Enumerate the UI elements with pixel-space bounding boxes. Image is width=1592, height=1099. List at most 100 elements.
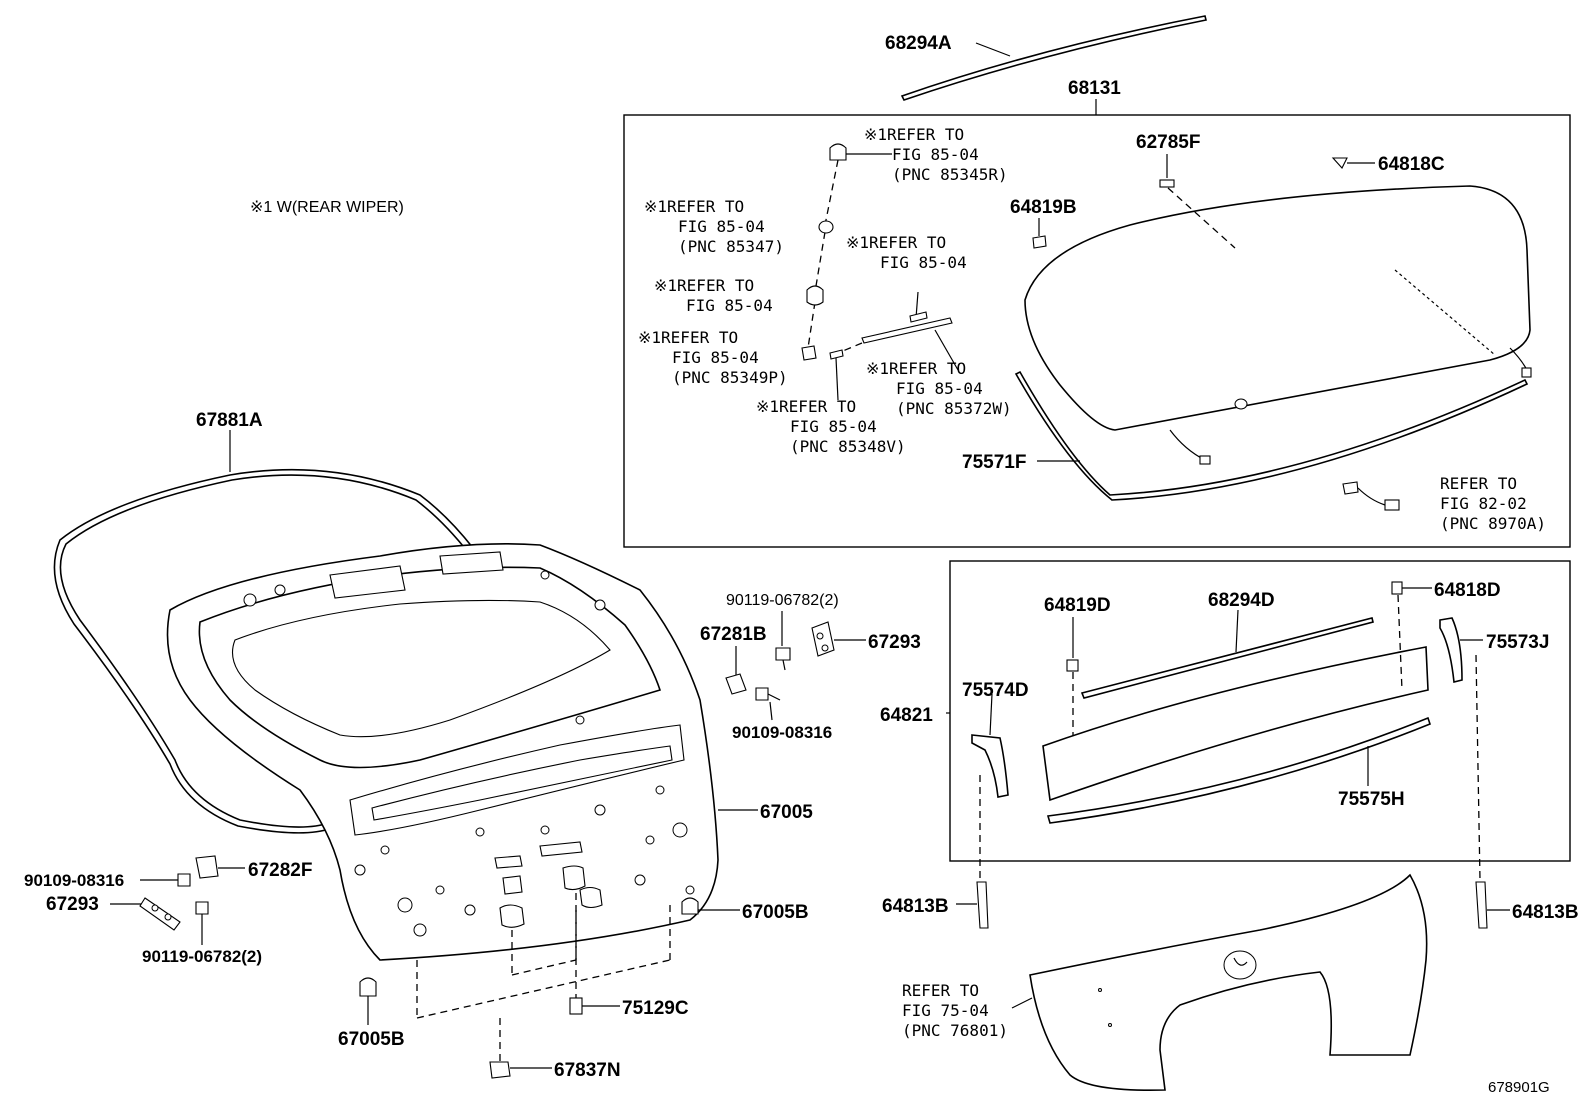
- label-67281B: 67281B: [700, 624, 767, 645]
- svg-text:REFER TO: REFER TO: [902, 981, 979, 1000]
- label-67005B-right: 67005B: [742, 902, 809, 923]
- svg-text:FIG 85-04: FIG 85-04: [678, 217, 765, 236]
- wiper-cap: [806, 285, 824, 306]
- back-door-panel-67005: [166, 543, 719, 961]
- hinge-67293-top: [811, 621, 835, 657]
- wiper-nozzle-85349P: [801, 345, 817, 361]
- label-62785F: 62785F: [1136, 132, 1200, 153]
- svg-text:(PNC 85349P): (PNC 85349P): [672, 368, 788, 387]
- refer-8970A: REFER TO FIG 82-02 (PNC 8970A): [1440, 474, 1546, 533]
- garnish-strip-75575H: [1046, 716, 1431, 824]
- part-62785F: [1159, 179, 1175, 188]
- label-68131: 68131: [1068, 78, 1121, 99]
- svg-text:REFER TO: REFER TO: [1440, 474, 1517, 493]
- bolt-90119-top: [775, 647, 791, 661]
- label-64818D: 64818D: [1434, 580, 1501, 601]
- svg-text:(PNC 76801): (PNC 76801): [902, 1021, 1008, 1040]
- svg-text:FIG 75-04: FIG 75-04: [902, 1001, 989, 1020]
- garnish-64821: [1042, 646, 1429, 802]
- label-67293-left: 67293: [46, 894, 99, 915]
- part-64813B-right: [1475, 881, 1488, 929]
- label-64818C: 64818C: [1378, 154, 1445, 175]
- svg-text:(PNC 85345R): (PNC 85345R): [892, 165, 1008, 184]
- bumper-67005B-bottom: [359, 977, 377, 997]
- svg-text:(PNC 85347): (PNC 85347): [678, 237, 784, 256]
- svg-text:(PNC 85348V): (PNC 85348V): [790, 437, 906, 456]
- part-64813B-left: [976, 881, 989, 929]
- refer-85345R: ※1REFER TO FIG 85-04 (PNC 85345R): [864, 125, 1008, 184]
- door-weatherstrip-67881A: [53, 468, 561, 834]
- label-90109-08316-top: 90109-08316: [732, 723, 832, 742]
- refer-85348V: ※1REFER TO FIG 85-04 (PNC 85348V): [756, 397, 906, 456]
- refer-85-04-b: ※1REFER TO FIG 85-04: [846, 233, 967, 272]
- part-64818D: [1391, 581, 1403, 595]
- wiper-pivot-85345R: [829, 143, 847, 161]
- figure-id: 678901G: [1488, 1079, 1550, 1096]
- svg-text:※1REFER TO: ※1REFER TO: [864, 125, 964, 144]
- label-64821: 64821: [880, 705, 933, 726]
- svg-text:FIG 85-04: FIG 85-04: [672, 348, 759, 367]
- part-67281B: [725, 673, 747, 695]
- label-90119-06782-left: 90119-06782(2): [142, 947, 262, 966]
- end-cover-75573J: [1439, 617, 1463, 683]
- garnish-group-box: [949, 560, 1571, 862]
- bolt-90109-left: [177, 873, 191, 887]
- svg-text:FIG 85-04: FIG 85-04: [790, 417, 877, 436]
- garnish-molding-68294D: [1080, 617, 1374, 699]
- svg-text:※1REFER TO: ※1REFER TO: [644, 197, 744, 216]
- label-67282F: 67282F: [248, 860, 312, 881]
- wiper-hose-85348V: [829, 349, 844, 360]
- label-67881A: 67881A: [196, 410, 263, 431]
- glass-weatherstrip-75571F: [1014, 370, 1529, 501]
- wiper-arm-85372W: [861, 317, 953, 344]
- label-64819B: 64819B: [1010, 197, 1077, 218]
- refer-76801: REFER TO FIG 75-04 (PNC 76801): [902, 981, 1008, 1040]
- label-68294A: 68294A: [885, 33, 952, 54]
- label-68294D: 68294D: [1208, 590, 1275, 611]
- rear-wiper-note: ※1 W(REAR WIPER): [250, 199, 404, 216]
- label-75129C: 75129C: [622, 998, 689, 1019]
- refer-85347: ※1REFER TO FIG 85-04 (PNC 85347): [644, 197, 784, 256]
- label-67293-top: 67293: [868, 632, 921, 653]
- svg-text:FIG 85-04: FIG 85-04: [686, 296, 773, 315]
- svg-text:(PNC 8970A): (PNC 8970A): [1440, 514, 1546, 533]
- label-67005: 67005: [760, 802, 813, 823]
- part-64819B: [1032, 235, 1047, 249]
- part-64819D: [1066, 659, 1079, 672]
- refer-85-04-a: ※1REFER TO FIG 85-04: [654, 276, 773, 315]
- bumper-67005B-right: [681, 897, 699, 915]
- svg-text:※1REFER TO: ※1REFER TO: [866, 359, 966, 378]
- svg-text:FIG 85-04: FIG 85-04: [896, 379, 983, 398]
- hinge-67293-left: [139, 897, 181, 931]
- svg-text:FIG 85-04: FIG 85-04: [880, 253, 967, 272]
- label-75574D: 75574D: [962, 680, 1029, 701]
- label-64819D: 64819D: [1044, 595, 1111, 616]
- svg-text:※1REFER TO: ※1REFER TO: [638, 328, 738, 347]
- svg-text:(PNC 85372W): (PNC 85372W): [896, 399, 1012, 418]
- label-64813B-left: 64813B: [882, 896, 949, 917]
- bolt-90119-left: [195, 901, 209, 915]
- part-67837N: [489, 1061, 511, 1079]
- label-67005B-bottom: 67005B: [338, 1029, 405, 1050]
- lower-garnish-76801: [1029, 873, 1428, 1092]
- label-90109-08316-left: 90109-08316: [24, 871, 124, 890]
- svg-text:※1REFER TO: ※1REFER TO: [756, 397, 856, 416]
- bolt-90109-top: [755, 687, 769, 701]
- label-64813B-right: 64813B: [1512, 902, 1579, 923]
- label-90119-06782-top: 90119-06782(2): [726, 592, 839, 609]
- svg-text:※1REFER TO: ※1REFER TO: [654, 276, 754, 295]
- back-glass-group-box: [623, 114, 1571, 548]
- roof-molding-68294A: [900, 15, 1207, 101]
- svg-text:FIG 82-02: FIG 82-02: [1440, 494, 1527, 513]
- label-67837N: 67837N: [554, 1060, 621, 1081]
- end-cover-75574D: [971, 734, 1009, 798]
- wiper-grommet-85347: [818, 220, 834, 234]
- refer-85372W: ※1REFER TO FIG 85-04 (PNC 85372W): [866, 359, 1012, 418]
- back-door-glass: [1024, 185, 1531, 431]
- label-75575H: 75575H: [1338, 789, 1405, 810]
- label-75571F: 75571F: [962, 452, 1026, 473]
- svg-text:※1REFER TO: ※1REFER TO: [846, 233, 946, 252]
- part-67282F: [195, 855, 219, 879]
- label-75573J: 75573J: [1486, 632, 1549, 653]
